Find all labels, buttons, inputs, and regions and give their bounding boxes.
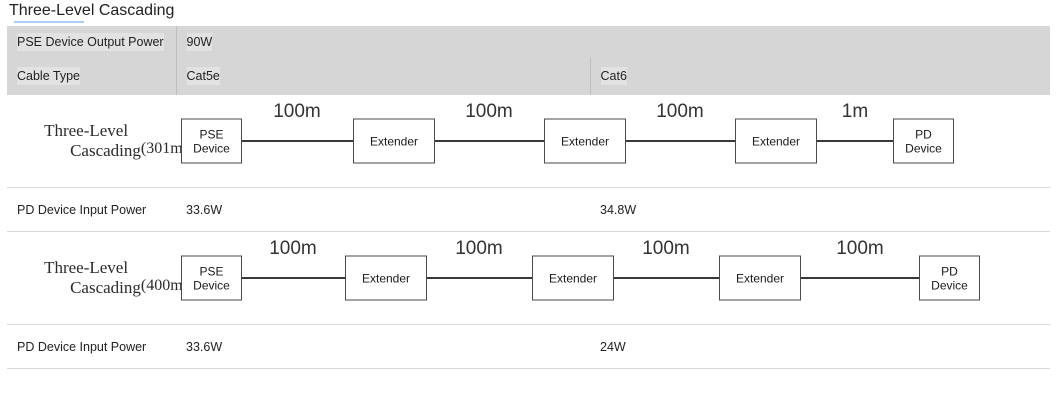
cable-type-cat6-text: Cat6 [600, 67, 627, 85]
table-row-pd-input-power-400m: PD Device Input Power 33.6W 24W [7, 324, 1051, 369]
title-accent-underline [14, 21, 84, 23]
pse-output-value-text: 90W [186, 32, 213, 51]
cell-diagram-301m: PSE Device 100m Extender 100m Extender [176, 95, 1051, 188]
node-ext1-301-label: Extender [369, 134, 419, 148]
cell-cascading-301-label: Three-Level Cascading (301m) [7, 95, 188, 188]
cell-cable-type-cat5e: Cat5e [175, 57, 590, 95]
table-row-pse-output-power: PSE Device Output Power 90W [7, 26, 1051, 57]
node-pse-400-line1: PSE [199, 264, 224, 278]
cell-pd-input-301-cat5e: 33.6W [176, 187, 590, 232]
pd-input-301-cat6-text: 34.8W [600, 202, 637, 217]
cascading-301-label-line1: Three-Level [44, 121, 129, 140]
pse-output-label-text: PSE Device Output Power [17, 32, 164, 51]
cascading-spec-table: PSE Device Output Power 90W Cable Type C… [7, 26, 1051, 369]
table-row-cable-type: Cable Type Cat5e Cat6 [7, 57, 1051, 95]
diagram-301-node-pse-device: PSE Device [181, 118, 242, 164]
node-ext1-400-label: Extender [361, 271, 411, 285]
diagram-301-node-extender-1: Extender [353, 118, 435, 164]
node-pse-301-line1: PSE [199, 127, 224, 141]
table-row-diagram-301m: Three-Level Cascading (301m) PSE Device [7, 95, 1051, 188]
cell-cable-type-label: Cable Type [7, 57, 176, 95]
cell-pd-input-400-cat6: 24W [590, 324, 1051, 369]
page-title: Three-Level Cascading [9, 2, 175, 19]
diagram-301-link-4 [817, 140, 893, 142]
diagram-400-node-extender-1: Extender [345, 255, 427, 301]
diagram-301-link-3-label: 100m [656, 101, 704, 122]
diagram-400-link-2-label: 100m [455, 238, 503, 259]
node-ext2-301-label: Extender [560, 134, 610, 148]
node-ext3-301-label: Extender [751, 134, 801, 148]
table-row-pd-input-power-301m: PD Device Input Power 33.6W 34.8W [7, 187, 1051, 232]
diagram-400-node-pd-device: PD Device [919, 255, 980, 301]
diagram-301-link-4-label: 1m [841, 101, 869, 122]
diagram-301-link-1 [242, 140, 353, 142]
table-row-diagram-400m: Three-Level Cascading (400m) PSE Device [7, 231, 1051, 325]
diagram-400-link-4-label: 100m [836, 238, 884, 259]
diagram-301-link-2 [435, 140, 544, 142]
diagram-301-node-pd-device: PD Device [893, 118, 954, 164]
diagram-400-link-4 [801, 277, 919, 279]
pd-input-301-cat5e-text: 33.6W [186, 202, 223, 217]
diagram-301-node-extender-2: Extender [544, 118, 626, 164]
diagram-301-link-3 [626, 140, 735, 142]
diagram-301-node-extender-3: Extender [735, 118, 817, 164]
node-pd-301-line2: Device [905, 141, 942, 155]
cell-pd-input-400-label: PD Device Input Power [7, 324, 176, 369]
node-pse-301-line2: Device [193, 141, 230, 155]
cascading-400-total-length: (400m) [140, 277, 189, 294]
cell-pd-input-400-cat5e: 33.6W [176, 324, 590, 369]
cascading-301-total-length: (301m) [140, 140, 189, 157]
cell-pd-input-301-cat6: 34.8W [590, 187, 1051, 232]
cell-pse-output-label: PSE Device Output Power [7, 26, 176, 57]
cell-pd-input-301-label: PD Device Input Power [7, 187, 176, 232]
pd-input-400-cat6-text: 24W [600, 339, 626, 354]
diagram-400-node-pse-device: PSE Device [181, 255, 242, 301]
cell-pse-output-value: 90W [175, 26, 1051, 57]
cascading-301-label-line2: Cascading [70, 141, 141, 160]
node-ext3-400-label: Extender [735, 271, 785, 285]
node-pd-400-line2: Device [931, 278, 968, 292]
cascading-400-label-line2: Cascading [70, 278, 141, 297]
diagram-400-node-extender-3: Extender [719, 255, 801, 301]
network-diagram-400m: PSE Device 100m Extender 100m Extender [176, 232, 1050, 324]
diagram-400-link-1-label: 100m [269, 238, 317, 259]
node-pse-400-line2: Device [193, 278, 230, 292]
diagram-400-link-3 [614, 277, 719, 279]
diagram-400-link-1 [242, 277, 345, 279]
pd-input-301-label-text: PD Device Input Power [17, 202, 147, 217]
diagram-400-link-2 [427, 277, 532, 279]
pd-input-400-cat5e-text: 33.6W [186, 339, 223, 354]
cell-cascading-400-label: Three-Level Cascading (400m) [7, 231, 188, 325]
diagram-301-link-2-label: 100m [465, 101, 513, 122]
diagram-301-link-1-label: 100m [273, 101, 321, 122]
pd-input-400-label-text: PD Device Input Power [17, 339, 147, 354]
cascading-400-label-line1: Three-Level [44, 258, 129, 277]
cable-type-cat5e-text: Cat5e [186, 67, 220, 85]
network-diagram-301m: PSE Device 100m Extender 100m Extender [176, 95, 1050, 187]
diagram-400-node-extender-2: Extender [532, 255, 614, 301]
diagram-400-link-3-label: 100m [642, 238, 690, 259]
node-pd-400-line1: PD [941, 264, 958, 278]
cell-diagram-400m: PSE Device 100m Extender 100m Extender [176, 231, 1051, 325]
cell-cable-type-cat6: Cat6 [589, 57, 1051, 95]
node-ext2-400-label: Extender [548, 271, 598, 285]
node-pd-301-line1: PD [915, 127, 932, 141]
cable-type-label-text: Cable Type [17, 67, 81, 85]
